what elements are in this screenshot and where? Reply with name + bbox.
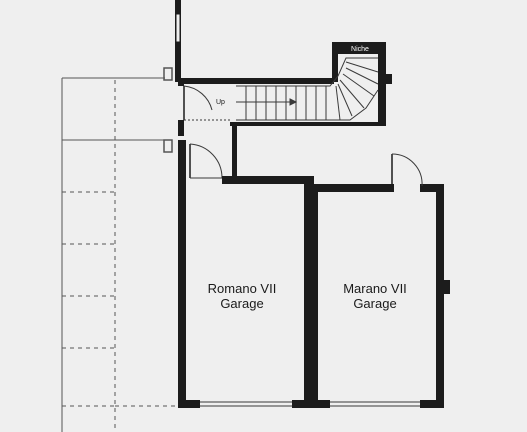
post-top [163, 67, 173, 81]
patio-outline [61, 67, 180, 432]
post-middle [163, 139, 173, 153]
right-garage-top-wall [314, 184, 394, 192]
right-garage-type: Garage [353, 296, 396, 311]
garage-partition-right [310, 184, 318, 408]
hall-left-wall-upper [178, 78, 184, 86]
garage-doors [200, 401, 420, 407]
right-garage-name: Marano VII [343, 281, 407, 296]
left-garage-name: Romano VII [208, 281, 277, 296]
hall-top-wall [178, 78, 334, 84]
right-garage-right-wall [436, 184, 444, 408]
garage-partition-left [304, 176, 314, 408]
stair-outline-top [236, 57, 378, 87]
niche-right-wall [378, 42, 386, 126]
niche-left-wall [332, 42, 338, 82]
left-garage-left-wall [178, 140, 186, 408]
stair-arrow-head [289, 98, 298, 106]
right-garage-bottom-pier-right [420, 400, 444, 408]
left-garage-type: Garage [220, 296, 263, 311]
staircase [236, 57, 379, 121]
left-garage-bottom-pier-left [178, 400, 200, 408]
stair-up-label: Up [216, 99, 225, 106]
garage-walls [178, 140, 450, 408]
stair-hall-walls [178, 42, 392, 180]
right-wall-jamb [444, 280, 450, 294]
niche-label: Niche [351, 46, 369, 53]
stair-bottom-wall [230, 122, 386, 126]
niche: Niche [344, 44, 376, 53]
stair-outline-bottom [236, 89, 379, 121]
vestibule-door [189, 143, 223, 179]
niche-right-jamb [386, 74, 392, 84]
upper-wall-stub [175, 0, 181, 82]
entry-door [183, 85, 232, 121]
garage-bottom-center-pier [292, 400, 330, 408]
right-garage-service-door [391, 153, 423, 187]
hall-left-wall-lower [178, 120, 184, 136]
right-garage-top-wall-end [420, 184, 442, 192]
hall-inner-wall [232, 122, 237, 180]
left-garage-top-wall [222, 176, 314, 184]
